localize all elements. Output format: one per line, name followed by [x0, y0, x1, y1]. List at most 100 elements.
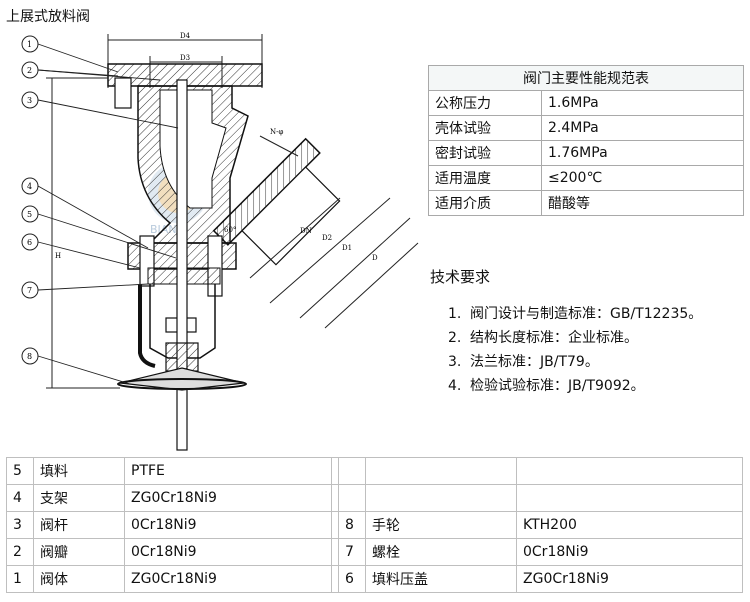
part-material: PTFE — [124, 457, 332, 485]
part-material: ZG0Cr18Ni9 — [516, 565, 743, 593]
part-name — [365, 457, 517, 485]
item-text: 阀门设计与制造标准：GB/T12235。 — [470, 306, 703, 322]
dim-d: D — [372, 254, 378, 262]
svg-text:1: 1 — [27, 40, 32, 49]
part-material: ZG0Cr18Ni9 — [124, 565, 332, 593]
part-number: 8 — [338, 511, 366, 539]
table-row: 2 阀瓣 0Cr18Ni9 7 螺栓 0Cr18Ni9 — [6, 538, 743, 566]
svg-text:4: 4 — [27, 182, 32, 191]
dim-d3: D3 — [180, 54, 190, 62]
spec-value: 2.4MPa — [541, 115, 744, 141]
svg-text:6: 6 — [27, 238, 32, 247]
spec-key: 壳体试验 — [428, 115, 542, 141]
dim-angle: 60° — [224, 226, 236, 234]
item-text: 检验试验标准：JB/T9092。 — [470, 378, 645, 394]
svg-text:3: 3 — [27, 96, 32, 105]
callout-4: 4 — [21, 177, 39, 195]
list-item: 4. 检验试验标准：JB/T9092。 — [448, 374, 702, 398]
callout-5: 5 — [21, 205, 39, 223]
valve-drawing: BIAN D4 D3 DN D2 D1 D N-φ 60° — [21, 32, 419, 451]
svg-text:7: 7 — [27, 286, 32, 295]
table-row: 密封试验 1.76MPa — [428, 140, 744, 166]
svg-text:2: 2 — [27, 66, 32, 75]
item-text: 结构长度标准：企业标准。 — [470, 330, 638, 346]
requirements-title: 技术要求 — [430, 268, 491, 286]
callout-3: 3 — [21, 91, 39, 109]
part-name: 支架 — [33, 484, 125, 512]
dim-d2: D2 — [322, 234, 332, 242]
spec-value: 醋酸等 — [541, 190, 744, 216]
dim-h: H — [55, 252, 61, 260]
spec-value: ≤200℃ — [541, 165, 744, 191]
dim-d4: D4 — [180, 32, 191, 40]
table-row: 壳体试验 2.4MPa — [428, 115, 744, 141]
part-number: 3 — [6, 511, 34, 539]
dim-dn: DN — [300, 227, 312, 235]
part-name: 阀杆 — [33, 511, 125, 539]
spec-table-header: 阀门主要性能规范表 — [428, 65, 744, 91]
part-material: 0Cr18Ni9 — [124, 511, 332, 539]
spacer-cell — [331, 511, 339, 539]
part-material — [516, 457, 743, 485]
part-name: 填料压盖 — [365, 565, 517, 593]
spec-key: 公称压力 — [428, 90, 542, 116]
part-material: 0Cr18Ni9 — [516, 538, 743, 566]
spec-table: 阀门主要性能规范表 公称压力 1.6MPa 壳体试验 2.4MPa 密封试验 1… — [428, 65, 744, 216]
callout-1: 1 — [21, 35, 39, 53]
spec-value: 1.6MPa — [541, 90, 744, 116]
part-name: 螺栓 — [365, 538, 517, 566]
spacer-cell — [331, 538, 339, 566]
part-material — [516, 484, 743, 512]
callout-2: 2 — [21, 61, 39, 79]
part-name: 阀体 — [33, 565, 125, 593]
table-row: 4 支架 ZG0Cr18Ni9 — [6, 484, 743, 512]
parts-table: 5 填料 PTFE 4 支架 ZG0Cr18Ni9 3 阀杆 0Cr18Ni9 … — [6, 457, 743, 593]
table-row: 适用介质 醋酸等 — [428, 190, 744, 216]
spec-key: 适用温度 — [428, 165, 542, 191]
part-number — [338, 484, 366, 512]
svg-text:8: 8 — [27, 352, 32, 361]
spacer-cell — [331, 565, 339, 593]
item-text: 法兰标准：JB/T79。 — [470, 354, 599, 370]
spec-table-heading: 阀门主要性能规范表 — [428, 65, 744, 91]
part-number: 5 — [6, 457, 34, 485]
callout-8: 8 — [21, 347, 39, 365]
dim-nphi: N-φ — [270, 128, 283, 136]
part-number — [338, 457, 366, 485]
spec-value: 1.76MPa — [541, 140, 744, 166]
item-number: 2. — [448, 330, 462, 346]
part-material: KTH200 — [516, 511, 743, 539]
callout-6: 6 — [21, 233, 39, 251]
part-number: 6 — [338, 565, 366, 593]
spacer-cell — [331, 484, 339, 512]
spec-key: 密封试验 — [428, 140, 542, 166]
table-row: 3 阀杆 0Cr18Ni9 8 手轮 KTH200 — [6, 511, 743, 539]
table-row: 1 阀体 ZG0Cr18Ni9 6 填料压盖 ZG0Cr18Ni9 — [6, 565, 743, 593]
part-number: 4 — [6, 484, 34, 512]
list-item: 3. 法兰标准：JB/T79。 — [448, 350, 702, 374]
item-number: 4. — [448, 378, 462, 394]
part-name: 手轮 — [365, 511, 517, 539]
spacer-cell — [331, 457, 339, 485]
table-row: 适用温度 ≤200℃ — [428, 165, 744, 191]
callout-7: 7 — [21, 281, 39, 299]
spec-key: 适用介质 — [428, 190, 542, 216]
part-material: 0Cr18Ni9 — [124, 538, 332, 566]
page-title: 上展式放料阀 — [6, 9, 90, 25]
part-number: 2 — [6, 538, 34, 566]
part-material: ZG0Cr18Ni9 — [124, 484, 332, 512]
part-name: 填料 — [33, 457, 125, 485]
part-number: 1 — [6, 565, 34, 593]
dim-d1: D1 — [342, 244, 352, 252]
part-name — [365, 484, 517, 512]
valve-stem — [176, 79, 188, 451]
part-name: 阀瓣 — [33, 538, 125, 566]
list-item: 1. 阀门设计与制造标准：GB/T12235。 — [448, 302, 702, 326]
item-number: 1. — [448, 306, 462, 322]
svg-text:5: 5 — [27, 210, 32, 219]
part-number: 7 — [338, 538, 366, 566]
item-number: 3. — [448, 354, 462, 370]
table-row: 5 填料 PTFE — [6, 457, 743, 485]
list-item: 2. 结构长度标准：企业标准。 — [448, 326, 702, 350]
handwheel — [117, 367, 247, 391]
